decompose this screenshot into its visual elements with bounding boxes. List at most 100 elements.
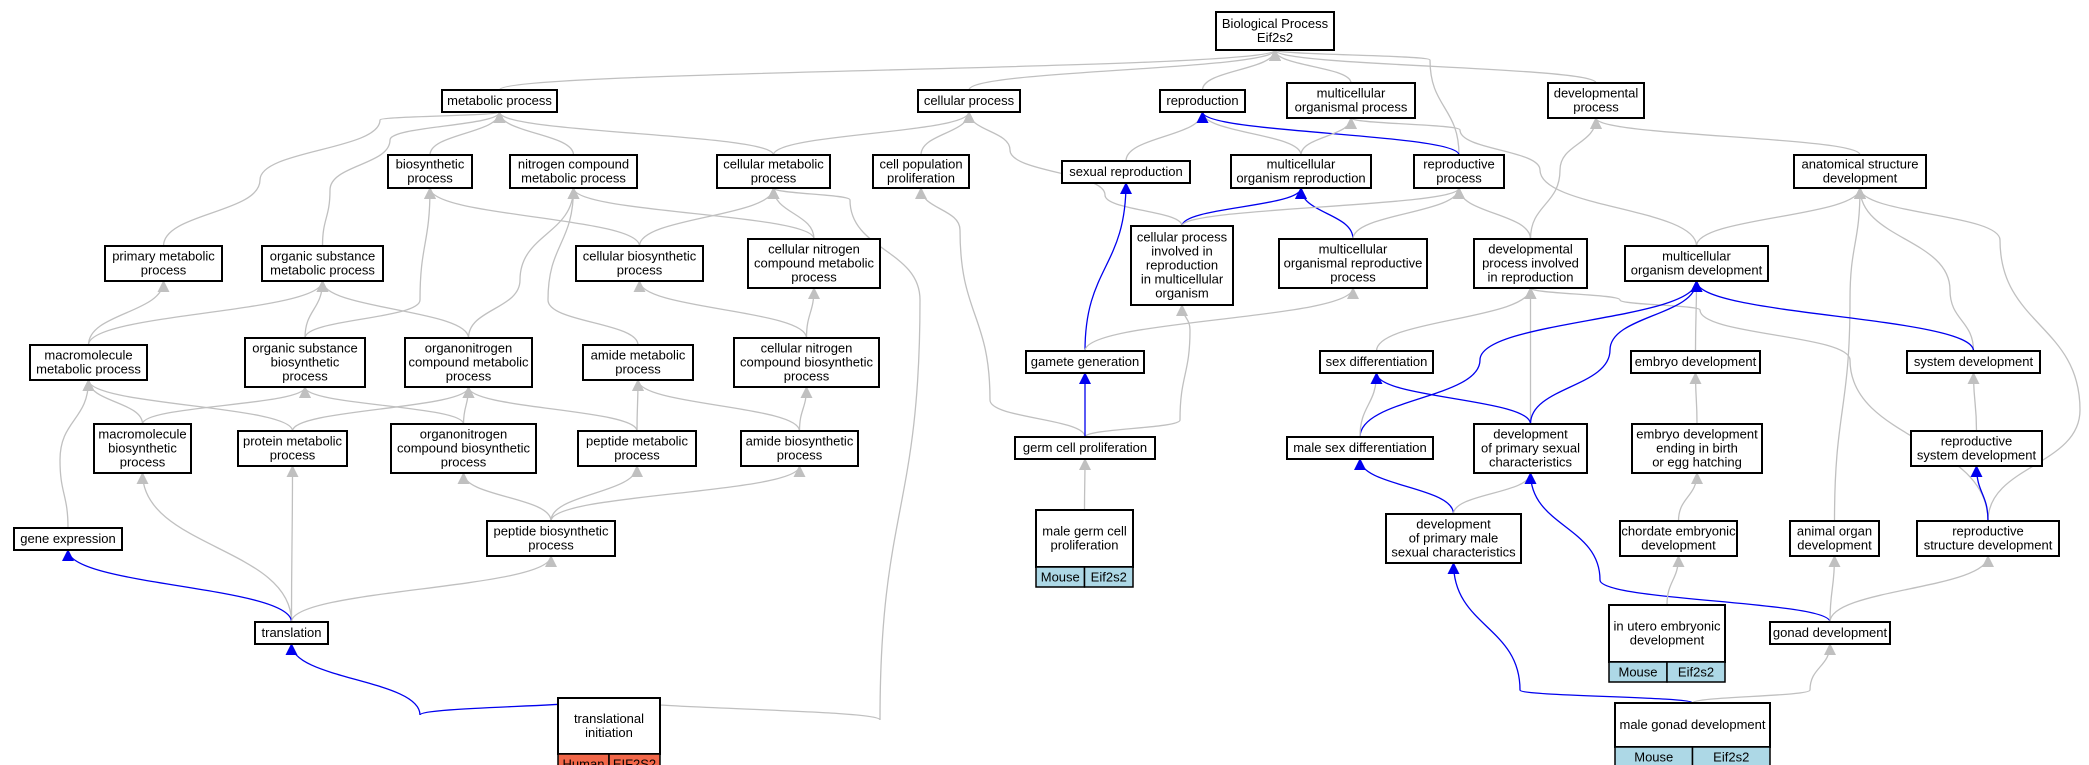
edges-layer [59, 49, 2081, 721]
node-label-line: organismal process [1295, 100, 1408, 115]
node-label-line: proliferation [1051, 538, 1119, 553]
species-tag: Mouse [1041, 570, 1080, 585]
node-label-line: organic substance [270, 249, 376, 264]
node-box [1025, 350, 1145, 374]
node-gonad[interactable]: gonad development [1769, 621, 1891, 645]
node-label-line: process [784, 369, 830, 384]
edge-devprimsex-to-sexdiff [1370, 372, 1532, 425]
node-label-line: reproductive [1952, 524, 2024, 539]
node-label-line: metabolic process [521, 171, 626, 186]
node-label-line: of primary sexual [1481, 441, 1580, 456]
node-label-line: metabolic process [270, 263, 375, 278]
edge-peptidebio-to-amidebio [550, 465, 806, 522]
node-gamete[interactable]: gamete generation [1025, 350, 1145, 374]
node-reproduction[interactable]: reproduction [1159, 89, 1246, 113]
edge-reprosysdev-to-systemdev [1967, 372, 1980, 432]
node-label-line: in utero embryonic [1614, 619, 1721, 634]
node-label-line: ending in birth [1656, 441, 1738, 456]
node-germ[interactable]: germ cell proliferation [1014, 436, 1156, 460]
node-box [486, 520, 616, 557]
node-label-line: germ cell proliferation [1023, 440, 1147, 455]
node-box [1061, 160, 1191, 184]
node-sexdiff[interactable]: sex differentiation [1319, 350, 1434, 374]
edge-geneexpr-to-macromet [59, 379, 95, 529]
node-label-line: process involved [1482, 256, 1579, 271]
node-metabolic[interactable]: metabolic process [441, 89, 558, 113]
edge-anatdev-to-developmental [1590, 117, 1861, 156]
edge-translation-to-macrobio [136, 472, 293, 623]
node-label-line: process [282, 369, 328, 384]
edge-multiorgreprodproc-to-multiorgrepro [1295, 187, 1354, 240]
node-systemdev[interactable]: system development [1906, 350, 2041, 374]
node-label-line: male sex differentiation [1293, 440, 1426, 455]
node-box [1608, 604, 1726, 663]
node-label-line: reproductive [1423, 157, 1495, 172]
node-cellular[interactable]: cellular process [917, 89, 1021, 113]
node-translation[interactable]: translation [254, 621, 329, 645]
edge-germ-to-cellproc [1084, 304, 1191, 438]
node-label-line: organonitrogen [425, 341, 512, 356]
node-label-line: macromolecule [98, 427, 186, 442]
node-geneexpr[interactable]: gene expression [13, 527, 123, 551]
node-box [261, 245, 384, 282]
node-sexrepro[interactable]: sexual reproduction [1061, 160, 1191, 184]
node-label-line: reproductive [1941, 434, 2013, 449]
node-label-line: multicellular [1319, 242, 1388, 257]
edge-peptidemet-to-amidemet [631, 379, 644, 432]
node-label-line: primary metabolic [112, 249, 215, 264]
node-malesexdiff[interactable]: male sex differentiation [1286, 436, 1434, 460]
edge-reproprocess-to-bp [1269, 49, 1460, 156]
node-label-line: of primary male [1409, 531, 1499, 546]
edge-cellbio-to-biosynthetic [424, 187, 641, 247]
node-label-line: embryo development [1636, 427, 1758, 442]
node-label-line: protein metabolic [243, 434, 342, 449]
node-label-line: initiation [585, 725, 633, 740]
node-label-line: developmental [1554, 86, 1639, 101]
node-label-line: organonitrogen [420, 427, 507, 442]
edge-systemdev-to-multiorgdev [1690, 280, 1975, 352]
node-label-line: process [528, 538, 574, 553]
node-embryo[interactable]: embryo development [1630, 350, 1761, 374]
